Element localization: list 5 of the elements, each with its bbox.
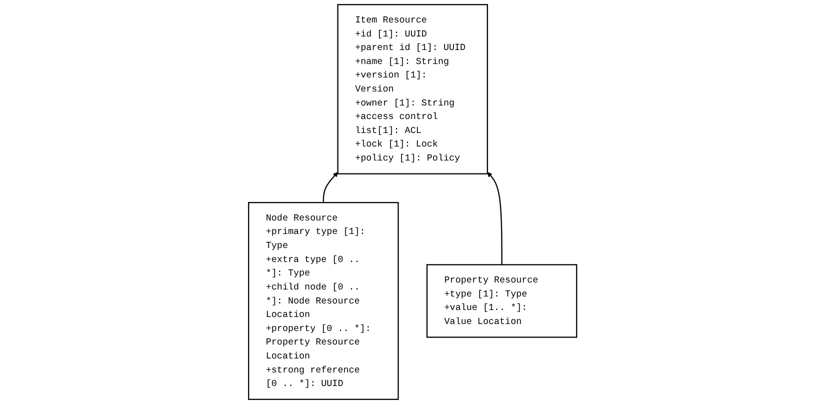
arrow [322, 172, 338, 203]
node-box: Node Resource +primary type [1]: Type +extra type [0 .. *]: Type +child node [0 .. *]: Node Resource Location +property [0 .. *]: Property Resource Location +strong reference [0 .. *]: UUID [248, 202, 399, 400]
node-box: Item Resource +id [1]: UUID +parent id [1]: UUID +name [1]: String +version [1]: Version +owner [1]: String +access control list[1]: ACL +lock [1]: Lock +policy [1]: Policy [337, 4, 488, 174]
arrow [487, 172, 502, 265]
node-box: Property Resource +type [1]: Type +value [1.. *]: Value Location [426, 264, 578, 338]
